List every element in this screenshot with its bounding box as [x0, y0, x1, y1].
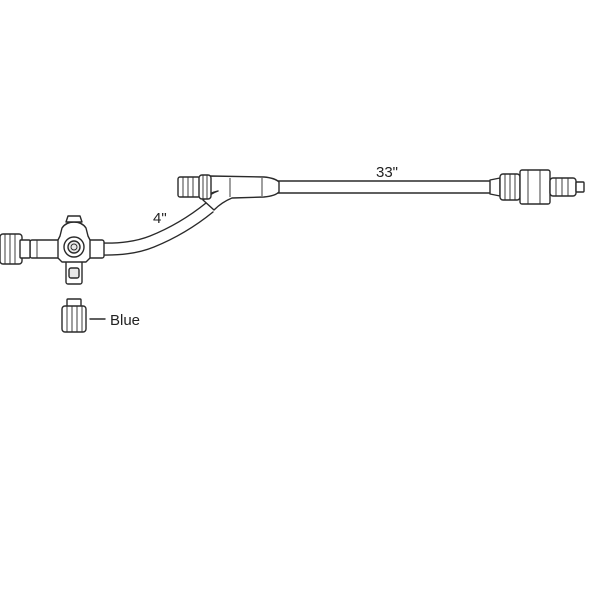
blue-cap: [61, 298, 106, 333]
y-junction: [202, 175, 280, 211]
y-site-connector: [177, 174, 212, 200]
stopcock: [29, 215, 105, 285]
long-tubing: [269, 180, 496, 194]
short-tubing: [99, 202, 214, 256]
blue-cap-label: Blue: [110, 312, 140, 329]
male-luer-connector: [489, 169, 585, 205]
long-length-label: 33": [376, 164, 398, 181]
short-length-label: 4": [153, 210, 167, 227]
stopcock-left-cap: [0, 233, 31, 265]
